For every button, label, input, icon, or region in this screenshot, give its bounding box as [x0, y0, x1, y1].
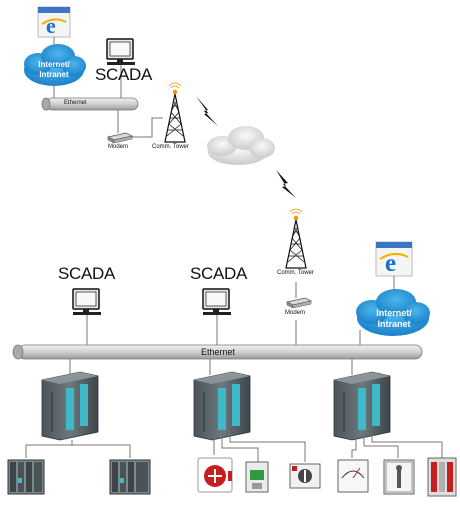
plc-rack-icon — [41, 371, 99, 441]
tower-label-bottom: Comm. Tower — [277, 270, 314, 276]
cloud-label-top-line1: Internet/ — [38, 60, 70, 69]
modem-label-bottom: Modem — [285, 310, 306, 316]
lightning-bolt-icon — [196, 96, 218, 126]
scada-label-bottom-2: SCADA — [190, 264, 248, 283]
pump-icon — [197, 457, 233, 493]
computer-monitor-icon — [202, 288, 231, 315]
ethernet-bus-bottom — [12, 344, 423, 360]
valve-panel-icon — [383, 459, 415, 495]
computer-monitor-icon — [72, 288, 101, 315]
plc-rack-icon — [333, 371, 391, 441]
radio-tower-icon-bottom — [285, 208, 307, 269]
lightning-bolt-icon — [276, 170, 296, 198]
io-rack-icon — [109, 459, 151, 495]
modem-label-top: Modem — [108, 144, 129, 150]
meter-icon — [337, 459, 369, 493]
ethernet-label-bottom: Ethernet — [201, 347, 236, 357]
internet-cloud-bottom — [356, 289, 430, 336]
selector-switch-icon — [289, 463, 321, 489]
modem-icon-top — [106, 132, 134, 144]
motor-starter-icon — [245, 461, 269, 493]
internet-explorer-icon: e — [375, 241, 413, 277]
wan-cloud — [207, 126, 275, 165]
tower-label-top: Comm. Tower — [152, 144, 189, 150]
internet-explorer-icon: e — [37, 6, 71, 38]
svg-text:e: e — [46, 13, 56, 38]
cloud-label-bottom-line1: Internet/ — [376, 308, 412, 318]
scada-label-bottom-1: SCADA — [58, 264, 116, 283]
cloud-label-bottom: Internet/ Intranet — [368, 308, 420, 330]
scada-label-top: SCADA — [95, 65, 153, 84]
plc-rack-icon — [193, 371, 251, 441]
radio-tower-icon-top — [164, 82, 186, 143]
relay-panel-icon — [427, 457, 457, 497]
cloud-label-top: Internet/ Intranet — [33, 60, 75, 80]
internet-cloud-top — [24, 44, 86, 86]
io-rack-icon — [7, 459, 45, 495]
cloud-label-bottom-line2: Intranet — [377, 319, 411, 329]
svg-text:e: e — [385, 250, 396, 277]
cloud-label-top-line2: Intranet — [39, 70, 69, 79]
modem-icon-bottom — [285, 297, 313, 309]
computer-monitor-icon — [106, 38, 135, 65]
ethernet-label-top: Ethernet — [64, 100, 87, 106]
ethernet-bus-top — [41, 97, 139, 111]
